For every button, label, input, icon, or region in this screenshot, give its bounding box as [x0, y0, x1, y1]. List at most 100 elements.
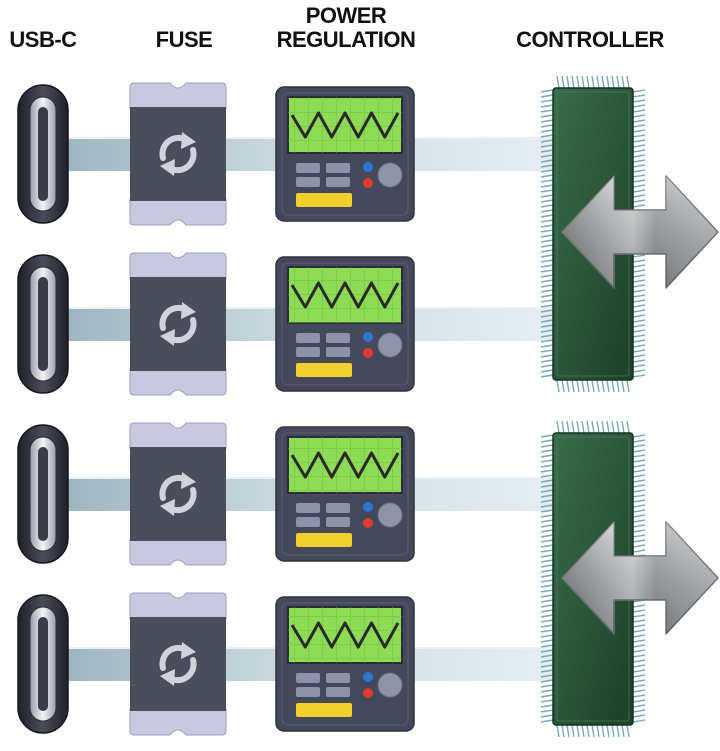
- screen-grid: [288, 97, 402, 153]
- chip-pin-left: [540, 609, 554, 613]
- chip-pin-left: [540, 559, 554, 563]
- chip-pin-left: [540, 549, 554, 553]
- control-knob: [377, 672, 403, 698]
- chip-pin-left: [540, 364, 554, 368]
- chip-pin-right: [632, 164, 646, 168]
- chip-pins: [540, 75, 646, 393]
- chip-pin-right: [632, 339, 646, 343]
- chip-pin-left: [540, 599, 554, 603]
- chip-pin-bottom: [566, 379, 570, 393]
- chip-pin-left: [540, 714, 554, 718]
- key: [296, 673, 320, 683]
- chip-pin-left: [540, 674, 554, 678]
- chip-pin-left: [540, 104, 554, 108]
- chip-pin-left: [540, 644, 554, 648]
- chip-pin-left: [540, 489, 554, 493]
- chip-pin-right: [632, 454, 646, 458]
- chip-pin-left: [540, 174, 554, 178]
- chip-pin-bottom: [616, 724, 620, 738]
- key: [296, 163, 320, 173]
- chip-pin-left: [540, 444, 554, 448]
- chip-pin-right: [632, 344, 646, 348]
- key: [326, 347, 350, 357]
- key: [296, 333, 320, 343]
- chip-pin-left: [540, 689, 554, 693]
- chip-pin-bottom: [576, 724, 580, 738]
- waveform: [290, 111, 400, 139]
- chip-pin-left: [540, 94, 554, 98]
- chip-pin-left: [540, 629, 554, 633]
- usb-c-port-icon: [17, 424, 69, 564]
- chip-pin-right: [632, 464, 646, 468]
- chip-pin-right: [632, 324, 646, 328]
- chip-pin-bottom: [586, 379, 590, 393]
- chip-pin-left: [540, 319, 554, 323]
- chip-pin-left: [540, 184, 554, 188]
- chip-pin-left: [540, 519, 554, 523]
- chip-pin-right: [632, 624, 646, 628]
- chip-pin-left: [540, 594, 554, 598]
- output-slot: [296, 703, 352, 717]
- key: [326, 687, 350, 697]
- chip-pin-right: [632, 449, 646, 453]
- chip-pin-left: [540, 504, 554, 508]
- chip-pin-right: [632, 529, 646, 533]
- chip-pin-right: [632, 104, 646, 108]
- chip-pin-right: [632, 284, 646, 288]
- oscilloscope-power-regulator-icon: [275, 86, 415, 222]
- chip-pin-top: [571, 420, 575, 434]
- fuse-body: [130, 107, 226, 201]
- chip-pin-bottom: [571, 724, 575, 738]
- chip-pin-left: [540, 509, 554, 513]
- chip-pin-left: [540, 624, 554, 628]
- chip-pin-top: [556, 75, 560, 89]
- chip-pin-bottom: [566, 724, 570, 738]
- keypad: [296, 163, 350, 187]
- chip-pin-top: [596, 75, 600, 89]
- chip-pin-top: [571, 75, 575, 89]
- chip-pin-right: [632, 459, 646, 463]
- device-bezel: [281, 92, 409, 216]
- chip-pin-left: [540, 539, 554, 543]
- rotate-arrowhead-bottom: [160, 499, 175, 516]
- chip-pin-top: [566, 420, 570, 434]
- chip-pin-right: [632, 664, 646, 668]
- chip-pin-right: [632, 639, 646, 643]
- chip-pin-top: [591, 75, 595, 89]
- key: [296, 503, 320, 513]
- chip-pin-left: [540, 279, 554, 283]
- rotate-arrowhead-top: [181, 302, 196, 319]
- bidirectional-arrow-icon: [561, 175, 719, 289]
- chip-pin-left: [540, 494, 554, 498]
- chip-pin-left: [540, 264, 554, 268]
- chip-pin-right: [632, 669, 646, 673]
- chip-pin-left: [540, 434, 554, 438]
- chip-pin-bottom: [606, 379, 610, 393]
- chip-pin-bottom: [626, 724, 630, 738]
- chip-pin-right: [632, 609, 646, 613]
- chip-pin-bottom: [571, 379, 575, 393]
- red-indicator: [363, 348, 373, 358]
- chip-pin-left: [540, 654, 554, 658]
- key: [326, 517, 350, 527]
- chip-pin-right: [632, 539, 646, 543]
- chip-pin-top: [621, 420, 625, 434]
- chip-pin-right: [632, 194, 646, 198]
- fuse-bottom-cap: [129, 708, 227, 736]
- usb-c-port-icon: [17, 254, 69, 394]
- port-tongue: [38, 447, 48, 541]
- chip-pin-left: [540, 524, 554, 528]
- chip-pin-right: [632, 179, 646, 183]
- chip-pin-right: [632, 304, 646, 308]
- chip-pin-bottom: [581, 379, 585, 393]
- chip-pin-right: [632, 264, 646, 268]
- chip-pin-right: [632, 659, 646, 663]
- chip-pin-left: [540, 564, 554, 568]
- output-slot: [296, 533, 352, 547]
- usb-c-port-icon: [17, 594, 69, 734]
- screen-grid: [288, 607, 402, 663]
- fuse-bottom-cap: [129, 368, 227, 396]
- channel-row: [17, 422, 415, 566]
- chip-pin-left: [540, 664, 554, 668]
